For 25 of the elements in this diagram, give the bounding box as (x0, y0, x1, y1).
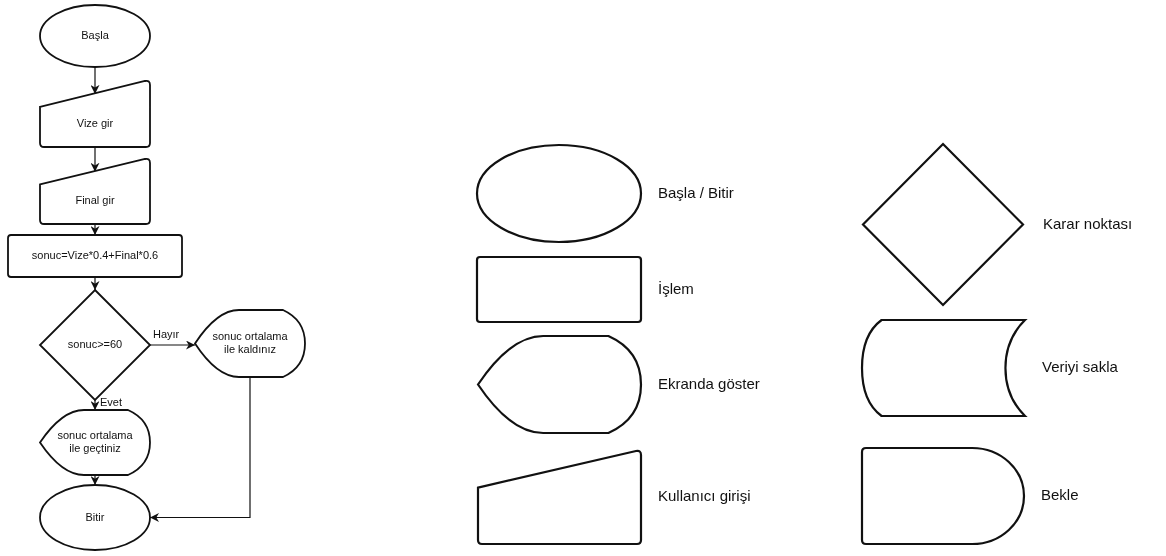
node-text: Bitir (84, 510, 106, 525)
arrow (90, 223, 100, 236)
node-text: Vize gir (75, 116, 115, 131)
node-text: sonuc ortalama ile geçtiniz (56, 428, 134, 457)
node-text: Final gir (74, 194, 116, 208)
arrow (90, 66, 100, 95)
edge-label: Hayır (152, 328, 181, 340)
shape-label: Kullanıcı girişi (658, 487, 751, 504)
arrow (149, 340, 196, 350)
node-text: sonuc>=60 (66, 338, 124, 352)
arrow (90, 276, 100, 291)
edge-label: Evet (99, 396, 123, 408)
node-text: sonuc ortalama ile kaldınız (211, 329, 289, 358)
shape-label: Bekle (1041, 486, 1079, 503)
shape-label: Karar noktası (1043, 214, 1133, 232)
shape-label: Başla / Bitir (658, 183, 734, 201)
shape-label: Ekranda göster (658, 374, 760, 392)
shape-label: Veriyi sakla (1042, 358, 1118, 375)
shape-label: İşlem (658, 279, 694, 297)
arrow (90, 146, 100, 173)
arrow (90, 399, 100, 411)
arrow (149, 376, 251, 522)
node-text: Başla (80, 29, 110, 43)
node-text: sonuc=Vize*0.4+Final*0.6 (30, 249, 160, 263)
arrow (90, 474, 100, 486)
